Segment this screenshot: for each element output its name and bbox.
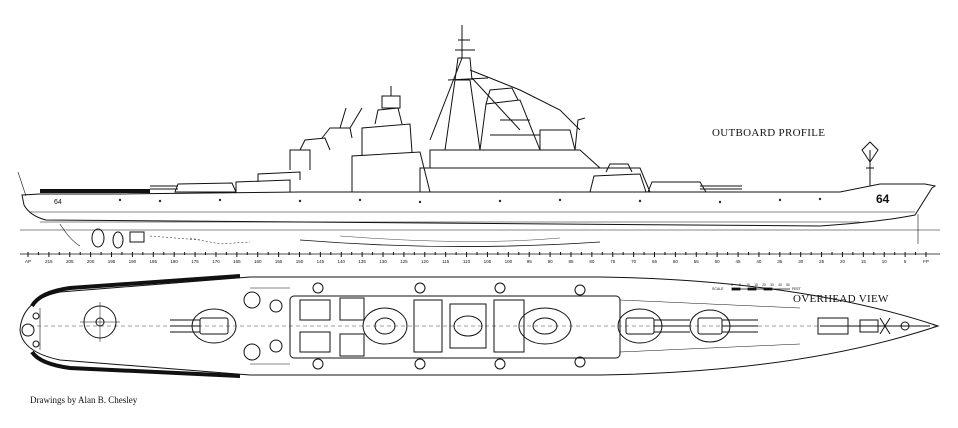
scale-tick-label: 30 [770, 283, 774, 287]
outboard-profile-title: OUTBOARD PROFILE [712, 127, 826, 139]
frame-label: 80 [589, 259, 595, 264]
frame-label: 145 [317, 259, 325, 264]
frame-label: 125 [400, 259, 408, 264]
frame-label: 185 [150, 259, 158, 264]
frame-label: 150 [296, 259, 304, 264]
frame-label: 35 [777, 259, 783, 264]
frame-label: 40 [756, 259, 762, 264]
frame-label: 160 [254, 259, 262, 264]
frame-label: 100 [505, 259, 513, 264]
frame-label: 110 [463, 259, 471, 264]
frame-label: 105 [484, 259, 492, 264]
frame-label: 115 [442, 259, 450, 264]
frame-label: AP [25, 259, 31, 264]
stern-hull-number: 64 [54, 199, 62, 206]
frame-label: 170 [212, 259, 220, 264]
outboard-profile [17, 25, 940, 257]
frame-label: 70 [631, 259, 637, 264]
frame-label: 200 [87, 259, 95, 264]
frame-label: 15 [861, 259, 867, 264]
frame-label: 155 [275, 259, 283, 264]
frame-label: 20 [840, 259, 846, 264]
frame-label: 205 [66, 259, 74, 264]
frame-label: 130 [379, 259, 387, 264]
frame-label: 190 [129, 259, 137, 264]
scale-tick-label: 40 [778, 283, 782, 287]
frame-label: 165 [233, 259, 241, 264]
frame-label: 30 [798, 259, 804, 264]
frame-label: 75 [610, 259, 616, 264]
frame-label: 180 [170, 259, 178, 264]
overhead-hull [19, 276, 940, 376]
scale-tick-label: 20 [762, 283, 766, 287]
frame-label: 215 [45, 259, 53, 264]
frame-label: 120 [421, 259, 429, 264]
frame-label: 175 [191, 259, 199, 264]
scale-bar [731, 287, 790, 291]
frame-label: 135 [358, 259, 366, 264]
frame-label: 60 [673, 259, 679, 264]
frame-label: 10 [882, 259, 888, 264]
frame-label: FP [923, 259, 929, 264]
frame-label: 95 [527, 259, 533, 264]
profile-hull [21, 183, 937, 227]
overhead-view [19, 274, 940, 378]
frame-label: 45 [736, 259, 742, 264]
frame-label: 25 [819, 259, 825, 264]
frame-label: 140 [337, 259, 345, 264]
scale-unit: FEET [792, 287, 802, 291]
scale-tick-label: 50 [786, 283, 790, 287]
profile-portholes [118, 197, 822, 204]
scale-tick-label: 15 [754, 283, 758, 287]
scale-tick-label: 10 [746, 283, 750, 287]
frame-label: 65 [652, 259, 658, 264]
frame-label: 90 [548, 259, 554, 264]
frame-label: 195 [108, 259, 116, 264]
bow-hull-number: 64 [876, 192, 890, 206]
drawing-credit: Drawings by Alan B. Chesley [30, 395, 138, 405]
frame-label: 85 [568, 259, 574, 264]
frame-label: 5 [904, 259, 907, 264]
frame-label: 50 [715, 259, 721, 264]
scale-tick-label: 0 [731, 283, 733, 287]
scale-label: SCALE [712, 287, 724, 291]
overhead-view-title: OVERHEAD VIEW [793, 293, 889, 305]
frame-label: 55 [694, 259, 700, 264]
frame-scale [27, 252, 927, 257]
